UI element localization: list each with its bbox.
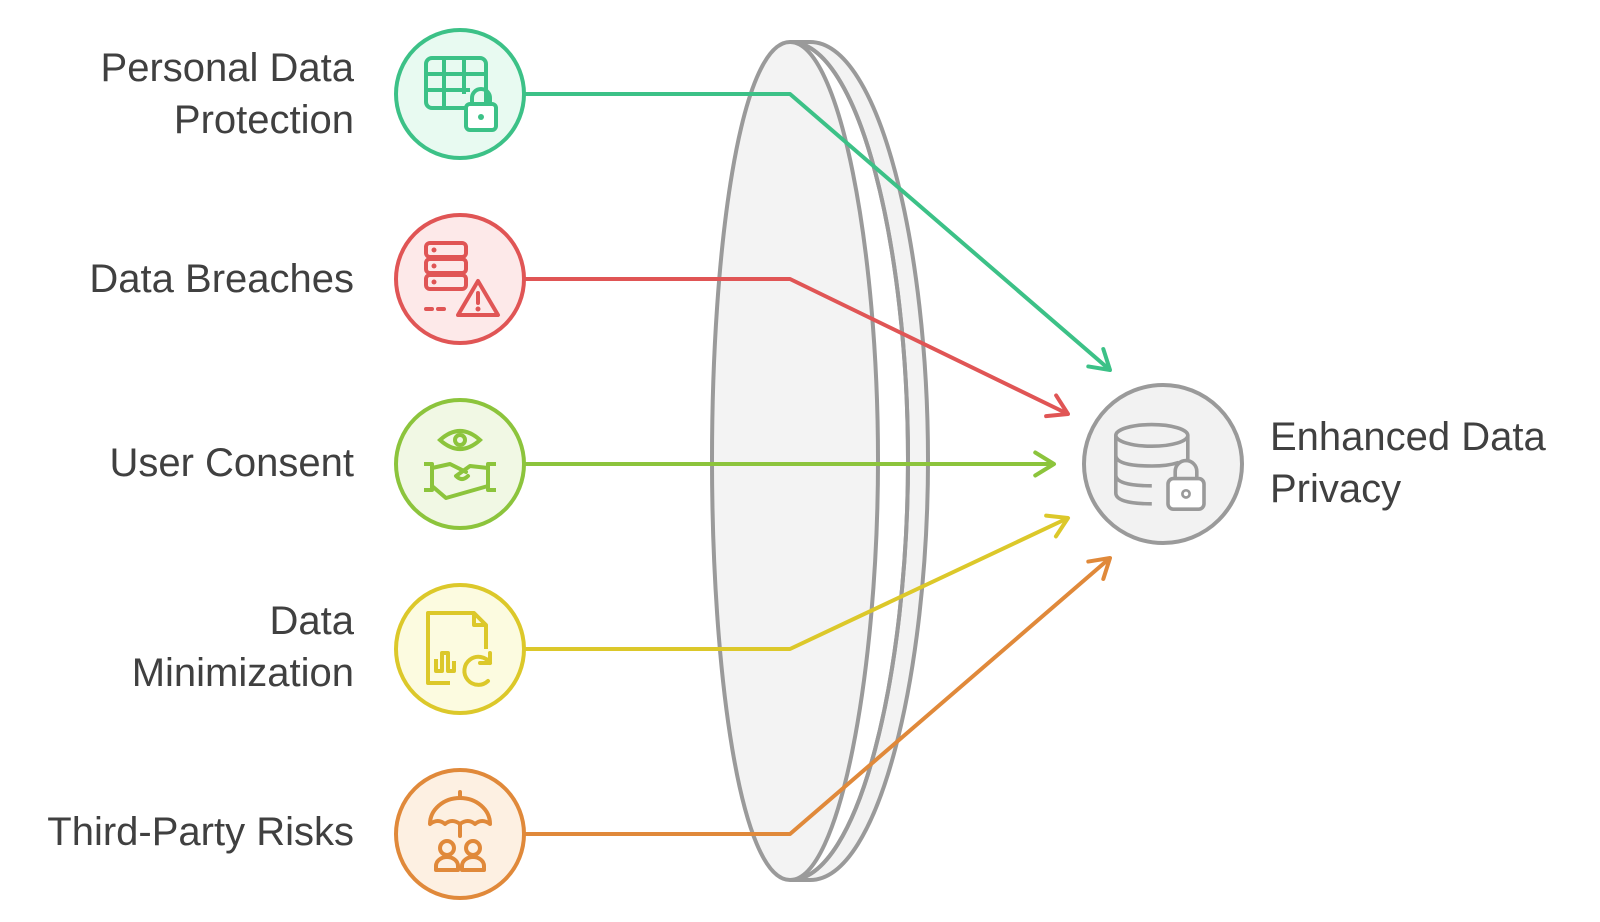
- arrows: [524, 92, 1112, 836]
- arrowhead: [1086, 556, 1112, 581]
- lens: [709, 39, 931, 883]
- label-line: User Consent: [109, 441, 354, 485]
- arrow-line: [524, 516, 1069, 651]
- label-line: Personal Data: [100, 46, 354, 90]
- label-line: Minimization: [131, 651, 354, 695]
- umbrella-people-icon: [428, 790, 492, 872]
- arrow-consent: [524, 450, 1056, 478]
- node-consent: [394, 398, 526, 530]
- label-third-party-risks: Third-Party Risks: [47, 806, 354, 858]
- input-nodes: [394, 28, 526, 900]
- arrowhead: [1033, 450, 1056, 478]
- lens-edge-shape: [789, 40, 911, 882]
- label-line: Protection: [173, 98, 354, 142]
- node-circle: [394, 398, 526, 530]
- server-warning-icon: [424, 241, 500, 317]
- arrow-breaches: [524, 277, 1070, 419]
- label-line: Data: [269, 599, 355, 643]
- output-node: [1082, 383, 1244, 545]
- label-line: Third-Party Risks: [47, 810, 354, 854]
- document-chart-refresh-icon: [426, 611, 492, 687]
- arrowhead: [1044, 513, 1070, 539]
- arrowhead: [1086, 347, 1112, 372]
- node-personal: [394, 28, 526, 160]
- table-lock-icon: [424, 56, 498, 132]
- lens-front-shape: [709, 39, 881, 883]
- label-data-minimization: Data Minimization: [132, 595, 354, 699]
- label-line: Enhanced Data: [1270, 415, 1546, 459]
- arrow-line: [524, 556, 1112, 836]
- arrowhead: [1044, 393, 1070, 419]
- node-breaches: [394, 213, 526, 345]
- node-circle: [394, 583, 526, 715]
- node-minimization: [394, 583, 526, 715]
- node-thirdparty: [394, 768, 526, 900]
- node-circle: [394, 213, 526, 345]
- label-enhanced-data-privacy: Enhanced Data Privacy: [1270, 411, 1546, 515]
- label-user-consent: User Consent: [109, 437, 354, 489]
- eye-handshake-icon: [424, 429, 496, 500]
- arrow-thirdparty: [524, 556, 1112, 836]
- node-circle: [394, 28, 526, 160]
- arrow-minimization: [524, 513, 1070, 651]
- label-line: Data Breaches: [89, 257, 354, 301]
- database-lock-icon: [1113, 422, 1206, 512]
- arrow-personal: [524, 92, 1112, 372]
- label-personal-data-protection: Personal Data Protection: [101, 42, 354, 146]
- label-data-breaches: Data Breaches: [89, 253, 354, 305]
- arrow-line: [524, 92, 1112, 372]
- label-line: Privacy: [1270, 467, 1402, 511]
- arrow-line: [524, 277, 1069, 416]
